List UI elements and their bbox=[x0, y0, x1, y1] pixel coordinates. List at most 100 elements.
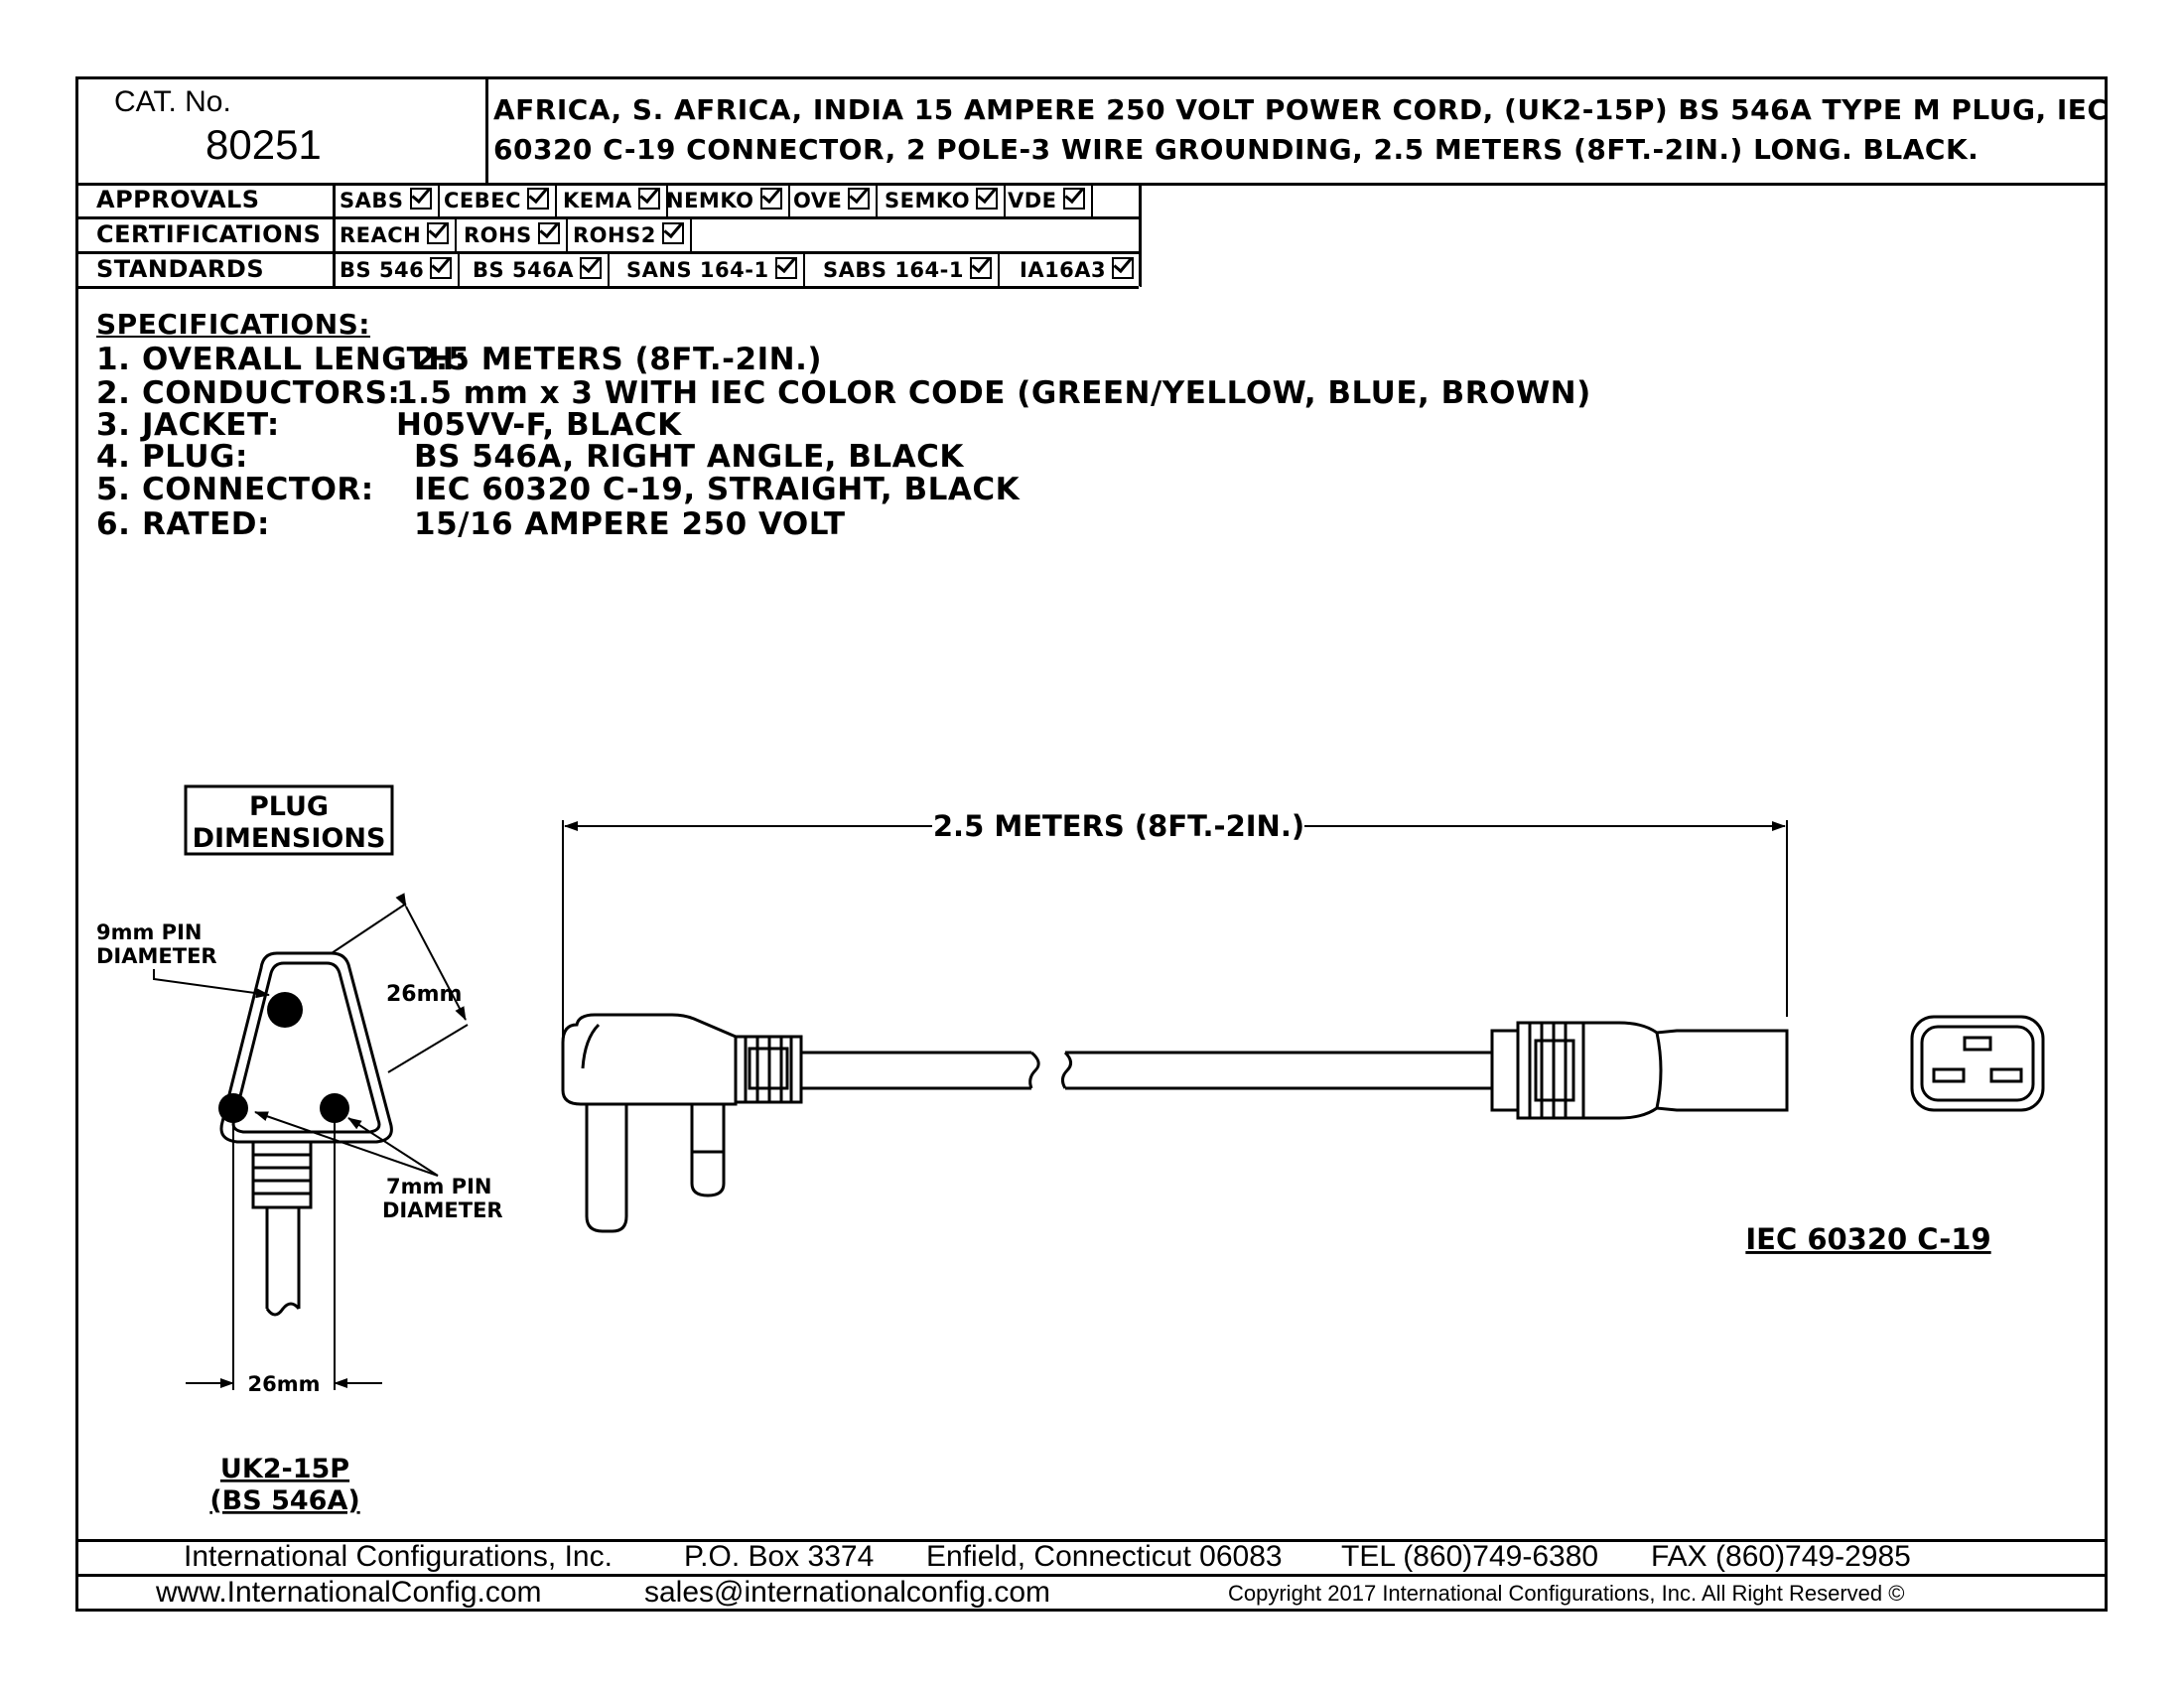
plug-dimensions-label-2: DIMENSIONS bbox=[193, 823, 386, 854]
table-rule bbox=[78, 216, 1139, 219]
spec-label: JACKET: bbox=[142, 407, 280, 443]
spec-label: OVERALL LENGTH: bbox=[142, 342, 468, 377]
footer-fax: FAX (860)749-2985 bbox=[1651, 1540, 1911, 1573]
certification-name: ROHS bbox=[464, 223, 532, 247]
footer-website[interactable]: www.InternationalConfig.com bbox=[156, 1576, 542, 1609]
grip-window bbox=[748, 1047, 789, 1090]
pin7-leader bbox=[254, 1111, 439, 1177]
standard-tag: SABS 164-1 bbox=[819, 253, 1000, 287]
check-icon bbox=[427, 222, 450, 244]
plug-name-1: UK2-15P bbox=[220, 1454, 349, 1484]
length-dim-label: 2.5 METERS (8FT.-2IN.) bbox=[933, 809, 1304, 843]
spec-value: 2.5 METERS (8FT.-2IN.) bbox=[414, 342, 823, 377]
footer-email[interactable]: sales@internationalconfig.com bbox=[644, 1576, 1050, 1609]
approval-tag: CEBEC bbox=[440, 184, 558, 217]
certification-tag: REACH bbox=[336, 218, 458, 252]
table-rule bbox=[333, 183, 336, 286]
plug-face-outline bbox=[219, 951, 393, 1144]
pin-side-top bbox=[690, 1102, 726, 1154]
standard-tag: BS 546 bbox=[336, 253, 461, 287]
dim-26-top-label: 26mm bbox=[386, 982, 462, 1007]
check-icon bbox=[537, 222, 560, 244]
standard-name: SANS 164-1 bbox=[626, 258, 769, 282]
c19-connector-face bbox=[1910, 1015, 2045, 1112]
standard-name: BS 546A bbox=[473, 258, 575, 282]
check-icon bbox=[969, 257, 992, 279]
approval-tag: SEMKO bbox=[881, 184, 1007, 217]
pin-side-bottom bbox=[690, 1152, 726, 1197]
plug-body bbox=[561, 1013, 738, 1106]
spec-number: 3. bbox=[96, 407, 131, 443]
table-rule bbox=[78, 251, 1139, 254]
approval-name: OVE bbox=[793, 189, 843, 212]
spec-value: 1.5 mm x 3 WITH IEC COLOR CODE (GREEN/YE… bbox=[396, 375, 1591, 411]
footer-rule bbox=[78, 1539, 2105, 1542]
connector-name: IEC 60320 C-19 bbox=[1745, 1222, 1990, 1256]
spec-number: 5. bbox=[96, 472, 131, 507]
pin7-label-2: DIAMETER bbox=[382, 1198, 503, 1222]
spec-value: 15/16 AMPERE 250 VOLT bbox=[414, 506, 846, 542]
approval-tag: NEMKO bbox=[662, 184, 790, 217]
standard-name: SABS 164-1 bbox=[823, 258, 964, 282]
approvals-label: APPROVALS bbox=[96, 186, 260, 213]
approval-tag: KEMA bbox=[559, 184, 668, 217]
standard-tag: IA16A3 bbox=[1016, 253, 1143, 287]
spec-number: 4. bbox=[96, 439, 131, 475]
standard-name: BS 546 bbox=[340, 258, 425, 282]
standard-tag: SANS 164-1 bbox=[622, 253, 805, 287]
certification-name: REACH bbox=[340, 223, 422, 247]
spec-label: PLUG: bbox=[142, 439, 248, 475]
pin7-label-1: 7mm PIN bbox=[386, 1175, 491, 1198]
pin9-label-2: DIAMETER bbox=[96, 944, 217, 968]
footer-city: Enfield, Connecticut 06083 bbox=[926, 1540, 1283, 1573]
approval-tag: SABS bbox=[336, 184, 440, 217]
cord-drawing: PLUG DIMENSIONS 9mm PIN DIAMETER 26 bbox=[96, 784, 2045, 1516]
check-icon bbox=[409, 188, 432, 210]
plug-strain-relief bbox=[251, 1140, 313, 1317]
certification-name: ROHS2 bbox=[573, 223, 656, 247]
earth-pin-side bbox=[585, 1104, 628, 1233]
spec-label: CONDUCTORS: bbox=[142, 375, 401, 411]
plug-dimensions-label-1: PLUG bbox=[249, 791, 329, 822]
pin7-leader bbox=[347, 1117, 439, 1177]
cord bbox=[801, 1051, 1492, 1090]
earth-pin-9mm bbox=[267, 992, 303, 1028]
pin9-leader bbox=[153, 969, 270, 999]
approval-tag: OVE bbox=[789, 184, 879, 217]
plug-name-2: (BS 546A) bbox=[209, 1485, 359, 1516]
approval-name: VDE bbox=[1008, 189, 1057, 212]
approval-name: CEBEC bbox=[444, 189, 522, 212]
check-icon bbox=[1062, 188, 1085, 210]
description-line-1: AFRICA, S. AFRICA, INDIA 15 AMPERE 250 V… bbox=[493, 93, 2109, 126]
spec-value: IEC 60320 C-19, STRAIGHT, BLACK bbox=[414, 472, 1021, 507]
check-icon bbox=[580, 257, 603, 279]
footer-po-box: P.O. Box 3374 bbox=[684, 1540, 875, 1573]
check-icon bbox=[1112, 257, 1135, 279]
standard-tag: BS 546A bbox=[469, 253, 611, 287]
footer-company: International Configurations, Inc. bbox=[184, 1540, 613, 1573]
line-pin-7mm bbox=[218, 1093, 248, 1123]
approval-tag: VDE bbox=[1004, 184, 1093, 217]
certifications-label: CERTIFICATIONS bbox=[96, 220, 322, 248]
pin9-label-1: 9mm PIN bbox=[96, 920, 202, 944]
spec-value: H05VV-F, BLACK bbox=[396, 407, 682, 443]
spec-number: 1. bbox=[96, 342, 131, 377]
check-icon bbox=[637, 188, 660, 210]
description-line-2: 60320 C-19 CONNECTOR, 2 POLE-3 WIRE GROU… bbox=[493, 133, 1979, 166]
standards-label: STANDARDS bbox=[96, 255, 265, 283]
neutral-pin-7mm bbox=[320, 1093, 349, 1123]
certification-tag: ROHS2 bbox=[569, 218, 692, 252]
check-icon bbox=[759, 188, 782, 210]
certification-tag: ROHS bbox=[460, 218, 568, 252]
footer-copyright: Copyright 2017 International Configurati… bbox=[1228, 1581, 1905, 1606]
standard-name: IA16A3 bbox=[1020, 258, 1107, 282]
approval-name: KEMA bbox=[563, 189, 632, 212]
spec-value: BS 546A, RIGHT ANGLE, BLACK bbox=[414, 439, 964, 475]
check-icon bbox=[976, 188, 999, 210]
spec-label: RATED: bbox=[142, 506, 270, 542]
check-icon bbox=[774, 257, 797, 279]
dim-26-bottom-label: 26mm bbox=[248, 1372, 321, 1396]
right-angle-plug bbox=[561, 1013, 803, 1233]
spec-number: 6. bbox=[96, 506, 131, 542]
check-icon bbox=[430, 257, 453, 279]
